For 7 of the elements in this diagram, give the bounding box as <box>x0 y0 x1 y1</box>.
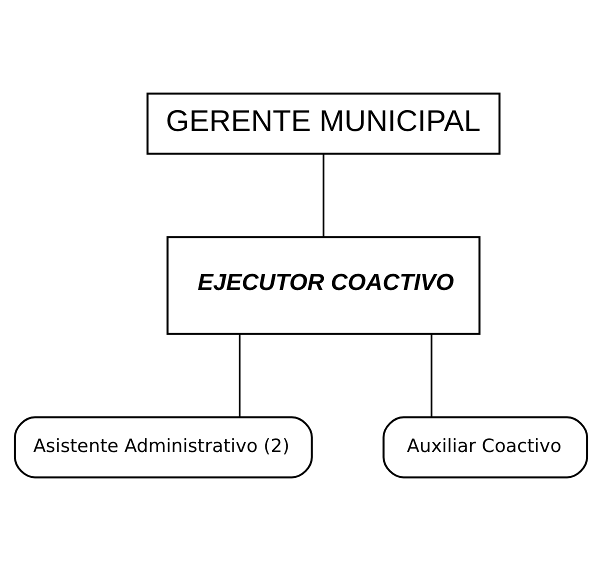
node-box: EJECUTOR COACTIVO <box>166 236 480 335</box>
node-box: GERENTE MUNICIPAL <box>146 92 500 155</box>
node-box: Asistente Administrativo (2) <box>14 416 313 478</box>
connector <box>238 334 241 418</box>
connector <box>430 334 432 418</box>
node-box: Auxiliar Coactivo <box>382 416 588 478</box>
connector <box>322 154 324 237</box>
